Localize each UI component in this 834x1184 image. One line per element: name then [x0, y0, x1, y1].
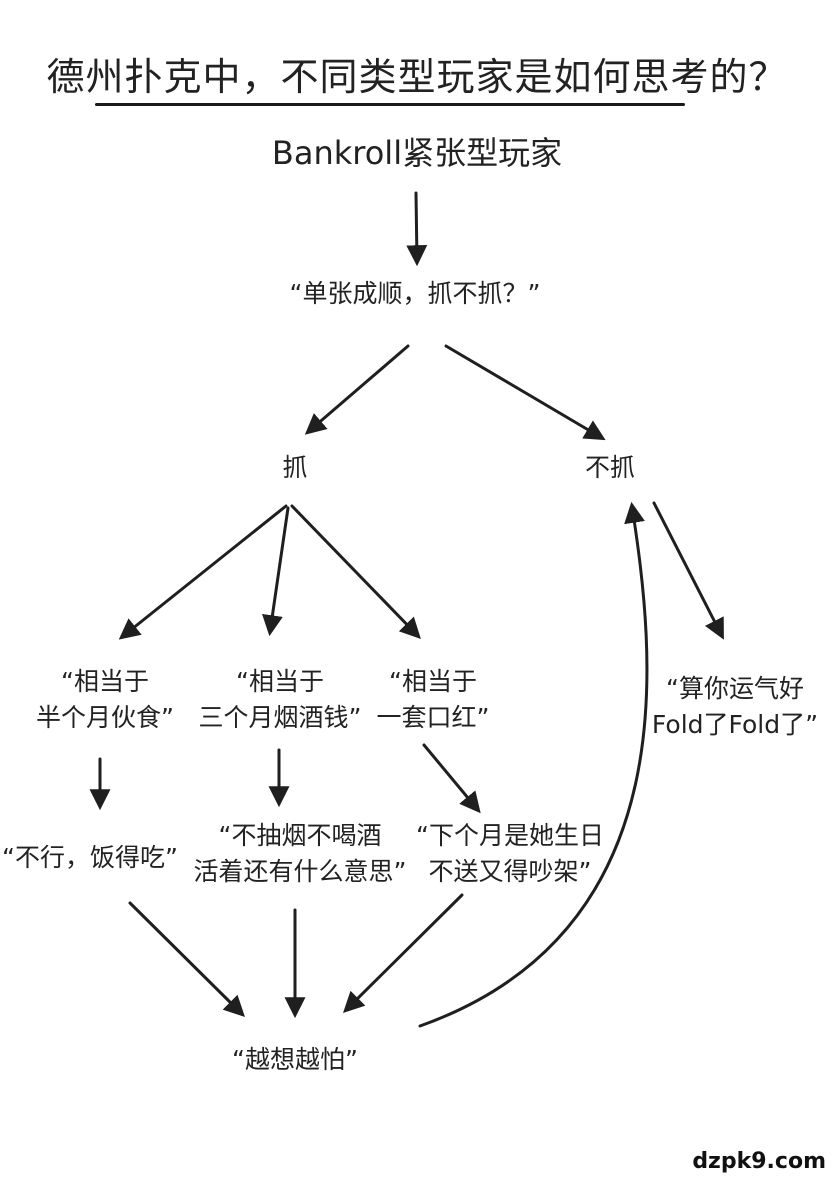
arrow-grab-to-smoke	[262, 506, 290, 637]
node-her-birthday-line1: “下个月是她生日	[416, 821, 604, 850]
arrow-no-grab-to-fold	[652, 501, 724, 640]
node-no-smoke-no-drink: “不抽烟不喝酒 活着还有什么意思”	[185, 818, 415, 890]
node-more-afraid: “越想越怕”	[232, 1045, 358, 1074]
node-no-grab: 不抓	[584, 453, 635, 482]
arrow-grab-to-food	[118, 504, 288, 640]
arrow-lipstick-to-bday	[422, 743, 481, 814]
diagram-title: 德州扑克中，不同类型玩家是如何思考的？	[46, 55, 788, 99]
node-three-month-smoke-line2: 三个月烟酒钱”	[198, 703, 362, 732]
node-three-month-smoke-line1: “相当于	[236, 667, 324, 696]
node-half-month-food: “相当于 半个月伙食”	[20, 664, 190, 736]
node-half-month-food-line1: “相当于	[61, 667, 149, 696]
node-fold: “算你运气好 Fold了Fold了”	[651, 674, 819, 739]
watermark: dzpk9.com	[692, 1149, 826, 1174]
arrow-subtitle-to-question	[406, 191, 428, 267]
node-no-smoke-no-drink-line2: 活着还有什么意思”	[193, 857, 407, 886]
diagram-subtitle: Bankroll紧张型玩家	[271, 134, 563, 172]
arrow-question-to-grab	[304, 344, 410, 435]
arrow-fear-loop-back-to-no-grab	[418, 501, 649, 1028]
node-no-smoke-no-drink-line1: “不抽烟不喝酒	[218, 821, 382, 850]
arrow-bday-to-fear	[343, 893, 464, 1013]
node-grab: 抓	[282, 453, 308, 482]
arrow-grab-to-lipstick	[290, 504, 421, 640]
node-must-eat: “不行，饭得吃”	[2, 843, 178, 872]
node-her-birthday: “下个月是她生日 不送又得吵架”	[405, 818, 615, 890]
node-her-birthday-line2: 不送又得吵架”	[428, 857, 592, 886]
node-lipstick-set: “相当于 一套口红”	[368, 664, 498, 736]
title-underline	[95, 103, 685, 106]
arrow-question-to-no-grab	[444, 344, 606, 441]
node-three-month-smoke: “相当于 三个月烟酒钱”	[185, 664, 375, 736]
node-lipstick-set-line1: “相当于	[389, 667, 477, 696]
node-half-month-food-line2: 半个月伙食”	[36, 703, 174, 732]
arrow-eat-to-fear	[128, 901, 245, 1017]
node-question: “单张成顺，抓不抓？”	[289, 279, 541, 308]
node-lipstick-set-line2: 一套口红”	[376, 703, 490, 732]
